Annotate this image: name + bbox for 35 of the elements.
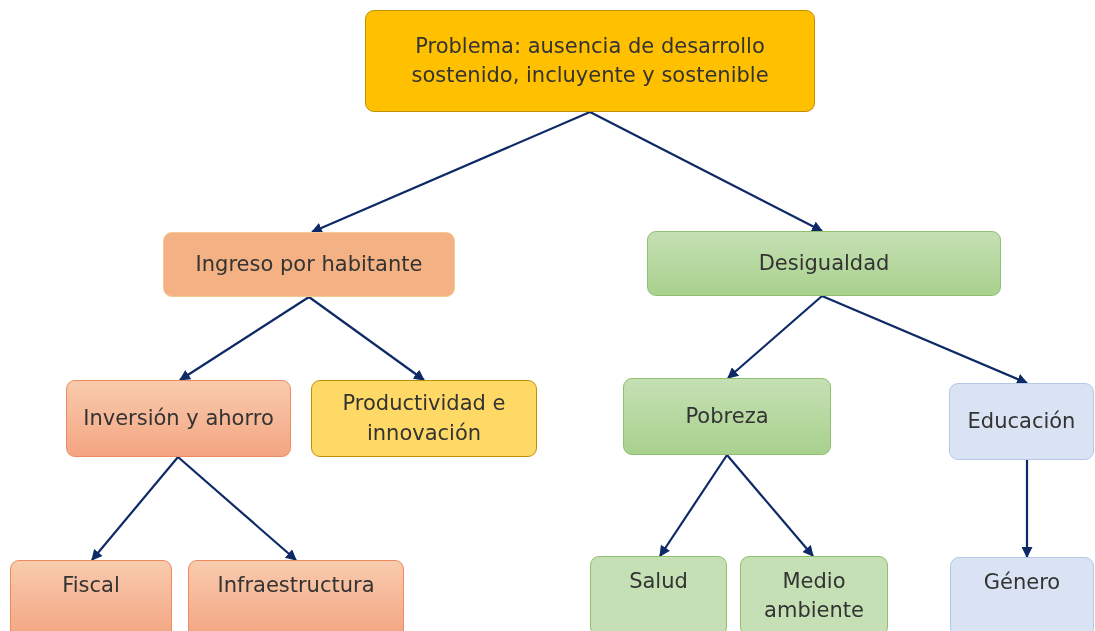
topic-box (590, 556, 727, 631)
topic-box (647, 231, 1001, 296)
topic-box (949, 383, 1094, 460)
box-label: Inversión y ahorro (83, 404, 274, 432)
box-label: Salud (629, 568, 688, 595)
topic-box (950, 557, 1094, 631)
box-label: Educación (967, 407, 1076, 435)
topic-box (311, 380, 537, 457)
topic-box (163, 232, 455, 297)
box-label: Infraestructura (217, 572, 375, 599)
topic-box (623, 378, 831, 455)
arrow (589, 111, 823, 232)
arrow (179, 296, 310, 381)
arrow (308, 296, 425, 381)
arrow (726, 454, 814, 557)
arrow (1021, 460, 1033, 559)
box-label: Desigualdad (758, 249, 890, 277)
box-label: Ingreso por habitante (195, 250, 423, 278)
arrow (91, 456, 179, 561)
topic-box (740, 556, 888, 631)
box-label: Pobreza (685, 402, 769, 430)
topic-box (66, 380, 291, 457)
topic-box (365, 10, 815, 112)
box-label: Productividad e innovación (341, 390, 507, 447)
box-label: Medio ambiente (763, 568, 865, 625)
arrow (821, 295, 1028, 385)
arrow (727, 295, 823, 379)
arrow (311, 111, 591, 234)
box-label: Fiscal (62, 572, 120, 599)
box-label: Género (983, 569, 1061, 596)
arrow (177, 456, 297, 561)
box-label: Problema: ausencia de desarrollo sostenido, incluyente y sostenible (410, 32, 770, 89)
arrow (659, 454, 728, 557)
topic-box (188, 560, 404, 631)
topic-box (10, 560, 172, 631)
